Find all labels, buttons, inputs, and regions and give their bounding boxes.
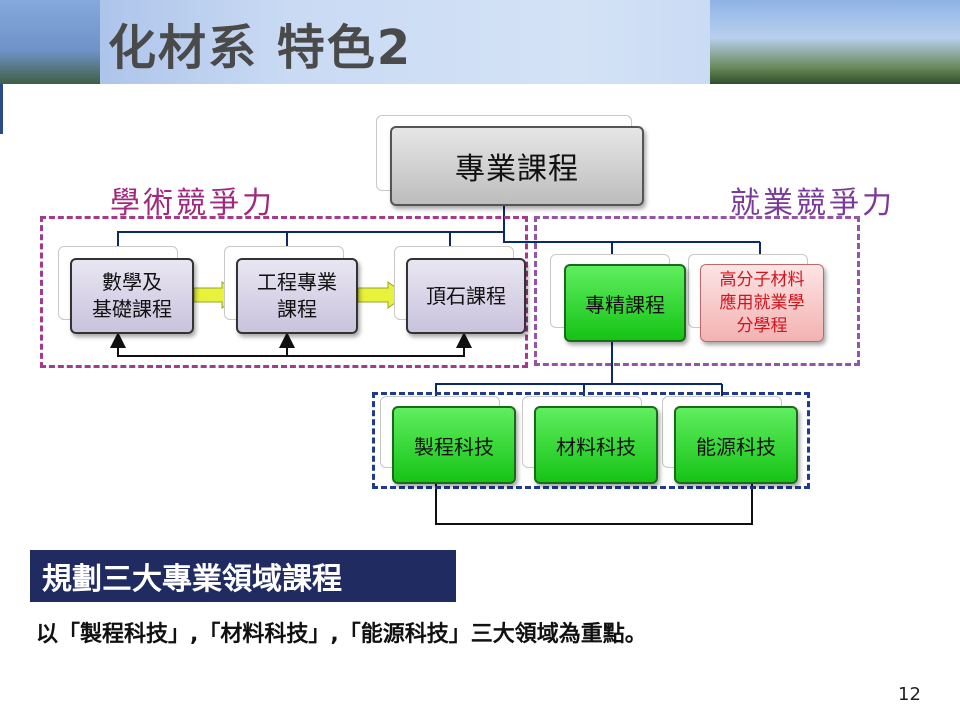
capstone-courses-box: 頂石課程 bbox=[406, 258, 526, 334]
polymer-line-2: 應用就業學 bbox=[719, 292, 805, 313]
header-banner: 化材系 特色2 bbox=[0, 0, 960, 84]
capstone-label: 頂石課程 bbox=[426, 283, 506, 308]
energy-tech-label: 能源科技 bbox=[696, 434, 776, 459]
engineering-line-1: 工程專業 bbox=[257, 270, 337, 294]
side-accent-line bbox=[0, 84, 3, 134]
slide-title: 化材系 特色2 bbox=[108, 20, 413, 76]
specialty-courses-box: 專精課程 bbox=[564, 264, 686, 342]
polymer-line-3: 分學程 bbox=[736, 315, 788, 336]
page-number: 12 bbox=[898, 684, 921, 705]
academic-group-border bbox=[40, 216, 528, 368]
employment-competitiveness-label: 就業競爭力 bbox=[730, 186, 895, 221]
energy-tech-box: 能源科技 bbox=[674, 406, 798, 484]
polymer-program-box: 高分子材料 應用就業學 分學程 bbox=[700, 264, 824, 342]
header-left-photo bbox=[0, 0, 100, 84]
employment-group-border bbox=[534, 216, 860, 366]
process-tech-label: 製程科技 bbox=[414, 434, 494, 459]
professional-courses-box: 專業課程 bbox=[390, 126, 644, 206]
math-basic-courses-box: 數學及 基礎課程 bbox=[70, 258, 194, 334]
math-basic-line-1: 數學及 bbox=[102, 270, 162, 294]
description-text: 以「製程科技」,「材料科技」,「能源科技」三大領域為重點。 bbox=[36, 622, 647, 647]
math-basic-line-2: 基礎課程 bbox=[92, 297, 172, 321]
academic-competitiveness-label: 學術競爭力 bbox=[110, 186, 275, 221]
polymer-line-1: 高分子材料 bbox=[719, 269, 805, 290]
specialty-label: 專精課程 bbox=[585, 292, 665, 317]
subtitle-text: 規劃三大專業領域課程 bbox=[42, 562, 342, 597]
subtitle-bar: 規劃三大專業領域課程 bbox=[30, 550, 456, 602]
process-tech-box: 製程科技 bbox=[392, 406, 516, 484]
engineering-courses-box: 工程專業 課程 bbox=[236, 258, 358, 334]
engineering-line-2: 課程 bbox=[277, 297, 317, 321]
material-tech-box: 材料科技 bbox=[534, 406, 658, 484]
material-tech-label: 材料科技 bbox=[556, 434, 636, 459]
professional-courses-label: 專業課程 bbox=[455, 152, 579, 187]
header-right-photo bbox=[710, 0, 960, 84]
tech-group-border bbox=[372, 392, 810, 489]
